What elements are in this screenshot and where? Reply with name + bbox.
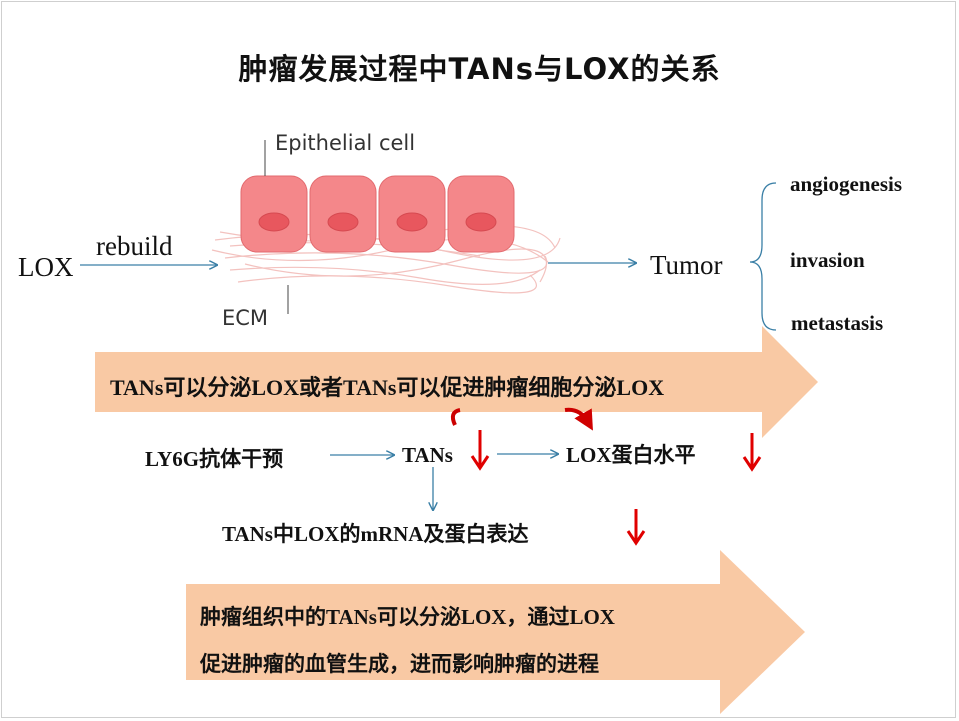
tans-decrease-arrow-icon <box>470 430 490 471</box>
tumor-label: Tumor <box>650 250 723 280</box>
epithelial-cell-label: Epithelial cell <box>275 131 416 155</box>
outcome-angiogenesis: angiogenesis <box>790 172 903 196</box>
epithelial-cell-1 <box>240 175 308 253</box>
banner2-arrow-shape <box>186 550 805 714</box>
outcome-invasion: invasion <box>790 248 865 272</box>
epithelial-cell-2 <box>309 175 377 253</box>
curved-arrow-left <box>450 408 461 426</box>
outcome-brace <box>749 182 777 331</box>
banner1-arrow-shape <box>95 326 818 438</box>
conclusion-line-1: 肿瘤组织中的TANs可以分泌LOX，通过LOX <box>200 605 615 629</box>
flow-tans-label: TANs <box>402 443 453 467</box>
flow-lox-protein-label: LOX蛋白水平 <box>566 443 696 467</box>
outcome-metastasis: metastasis <box>791 311 884 335</box>
epithelial-cell-4 <box>447 175 515 253</box>
lox-label: LOX <box>18 252 74 282</box>
conclusion-line-2: 促进肿瘤的血管生成，进而影响肿瘤的进程 <box>200 652 599 676</box>
ecm-label: ECM <box>222 306 269 330</box>
flow-intervention-label: LY6G抗体干预 <box>145 447 284 471</box>
epithelial-cell-3 <box>378 175 446 253</box>
banner1-text: TANs可以分泌LOX或者TANs可以促进肿瘤细胞分泌LOX <box>110 375 665 400</box>
rebuild-label: rebuild <box>96 231 173 261</box>
expression-decrease-arrow-icon <box>626 509 646 546</box>
page-title: 肿瘤发展过程中TANs与LOX的关系 <box>238 52 721 86</box>
flow-expression-label: TANs中LOX的mRNA及蛋白表达 <box>222 522 529 546</box>
lox-decrease-arrow-icon <box>742 433 762 472</box>
curved-arrow-right <box>564 407 593 431</box>
